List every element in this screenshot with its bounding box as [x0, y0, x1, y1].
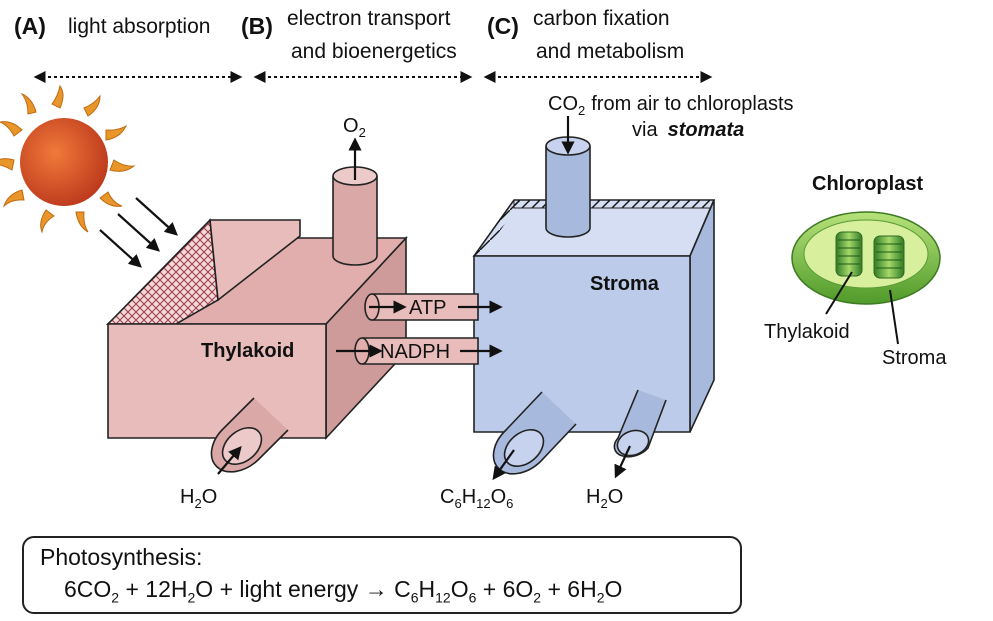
glucose-label: C6H12O6 [440, 486, 513, 511]
grana-stacks [835, 231, 905, 279]
header-c-letter: (C) [487, 13, 519, 39]
equation-title: Photosynthesis: [40, 544, 203, 570]
header-a: (A) light absorption [14, 13, 210, 39]
light-arrow [117, 213, 160, 252]
light-arrows [99, 197, 178, 268]
photosynthesis-equation-box: Photosynthesis: 6CO2 + 12H2O + light ene… [22, 536, 742, 614]
glucose-arrow [492, 449, 515, 481]
thylakoid-roof [106, 218, 219, 325]
header-c-line2: and metabolism [536, 40, 684, 63]
chloroplast-title: Chloroplast [812, 173, 923, 195]
header-c: (C) carbon fixation and metabolism [487, 7, 684, 63]
header-b: (B) electron transport and bioenergetics [241, 7, 457, 63]
header-b-letter: (B) [241, 13, 273, 39]
nadph-label: NADPH [380, 341, 450, 363]
thylakoid-label: Thylakoid [201, 340, 294, 362]
h2o-left-label: H2O [180, 486, 217, 511]
stroma-block [472, 199, 716, 433]
h2o-right-label: H2O [586, 486, 623, 511]
header-c-line1: carbon fixation [533, 7, 670, 30]
photosynthesis-equation: 6CO2 + 12H2O + light energy → C6H12O6 + … [64, 576, 623, 606]
o2-cylinder [332, 166, 378, 266]
stroma-label: Stroma [590, 273, 660, 295]
light-arrow [99, 229, 142, 268]
light-arrow [135, 197, 178, 236]
chloroplast-illustration [791, 211, 941, 305]
o2-label: O2 [343, 115, 366, 140]
chloroplast-thylakoid-pointer [825, 271, 853, 315]
chloroplast-thylakoid-label: Thylakoid [764, 321, 850, 343]
chloroplast-stroma-label: Stroma [882, 347, 947, 369]
glucose-cylinder [492, 391, 577, 475]
h2o-output-cylinder [613, 389, 667, 458]
sun-icon [0, 84, 136, 234]
thylakoid-block [105, 218, 408, 441]
header-b-line2: and bioenergetics [291, 40, 457, 63]
chloroplast-stroma-pointer [889, 289, 899, 345]
atp-label: ATP [409, 297, 446, 319]
h2o-output-arrow [614, 445, 631, 479]
header-a-letter: (A) [14, 13, 46, 39]
header-a-text: light absorption [68, 15, 210, 38]
h2o-input-arrow [217, 445, 242, 475]
header-b-line1: electron transport [287, 7, 451, 30]
